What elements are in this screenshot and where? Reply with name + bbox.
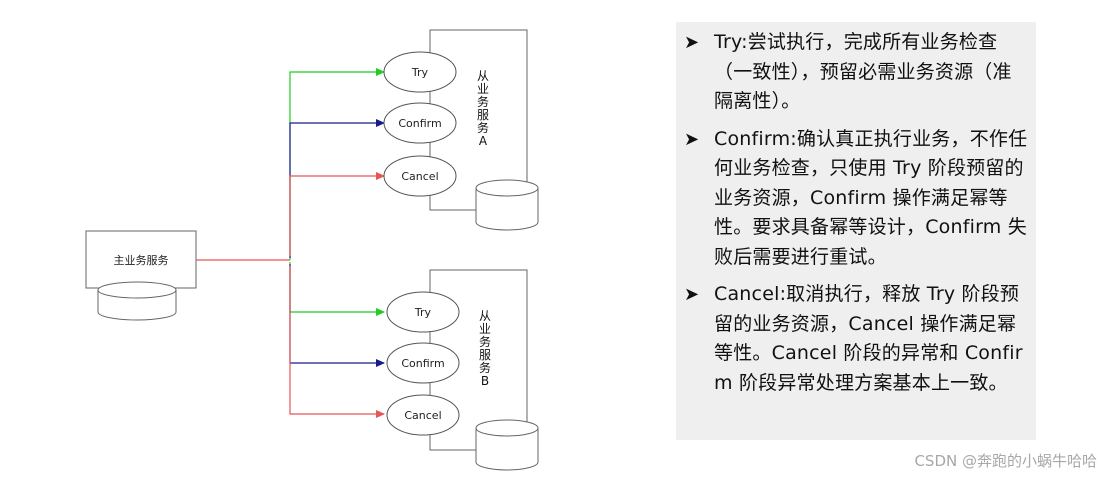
arrow-try-b (289, 262, 385, 316)
main-service-box (85, 230, 197, 289)
service-b-char: B (481, 374, 489, 388)
arrow-cancel-a (289, 172, 385, 256)
service-b-char: 务 (479, 360, 491, 375)
cancel-node-a (383, 155, 457, 197)
cancel-node-b (386, 394, 460, 436)
confirm-node-a (383, 102, 457, 144)
arrow-confirm-b (289, 264, 385, 367)
cancel-label-a: Cancel (401, 170, 438, 183)
confirm-label-a: Confirm (398, 117, 441, 130)
service-b-database-icon (475, 419, 539, 471)
service-a-char: 务 (477, 94, 489, 109)
note-confirm: ➤ Confirm:确认真正执行业务，不作任何业务检查，只使用 Try 阶段预留… (684, 125, 1028, 273)
service-b-char: 业 (479, 322, 491, 336)
confirm-label-b: Confirm (401, 357, 444, 370)
note-cancel: ➤ Cancel:取消执行，释放 Try 阶段预留的业务资源，Cancel 操作… (684, 280, 1028, 398)
main-database-icon (97, 281, 177, 321)
tcc-notes-panel: ➤ Try:尝试执行，完成所有业务检查（一致性），预留必需业务资源（准隔离性）。… (676, 22, 1036, 440)
arrow-confirm-a (289, 119, 385, 258)
try-node-b (386, 291, 460, 333)
cancel-label-b: Cancel (404, 409, 441, 422)
note-try-text: Try:尝试执行，完成所有业务检查（一致性），预留必需业务资源（准隔离性）。 (714, 31, 1012, 112)
bullet-arrow-icon: ➤ (684, 284, 700, 305)
watermark: CSDN @奔跑的小蜗牛哈哈 (914, 452, 1097, 470)
service-a-label: 从 业 务 服 务 A (477, 69, 489, 148)
arrow-cancel-b (289, 266, 385, 418)
service-a-char: 务 (477, 120, 489, 135)
service-a-database-icon (475, 179, 539, 231)
arrow-try-a (289, 68, 385, 260)
confirm-node-b (386, 342, 460, 384)
note-try: ➤ Try:尝试执行，完成所有业务检查（一致性），预留必需业务资源（准隔离性）。 (684, 28, 1028, 117)
note-cancel-text: Cancel:取消执行，释放 Try 阶段预留的业务资源，Cancel 操作满足… (714, 283, 1023, 394)
bullet-arrow-icon: ➤ (684, 32, 700, 53)
tcc-diagram: 主业务服务 Try Confirm Cancel 从 业 务 服 务 A Try (85, 29, 539, 471)
service-a-char: A (479, 134, 488, 148)
connectors (196, 68, 385, 418)
note-confirm-text: Confirm:确认真正执行业务，不作任何业务检查，只使用 Try 阶段预留的业… (714, 127, 1028, 268)
bullet-arrow-icon: ➤ (684, 128, 700, 150)
service-a-char: 从 (477, 69, 489, 83)
try-label-b: Try (414, 306, 432, 319)
service-a-char: 业 (477, 82, 489, 96)
main-service-label: 主业务服务 (114, 254, 169, 267)
service-b-char: 务 (479, 334, 491, 349)
service-b-char: 从 (479, 309, 491, 323)
service-b-label: 从 业 务 服 务 B (479, 309, 491, 388)
try-node-a (383, 51, 457, 93)
service-b-char: 服 (479, 348, 491, 362)
try-label-a: Try (411, 66, 429, 79)
service-a-char: 服 (477, 108, 489, 122)
